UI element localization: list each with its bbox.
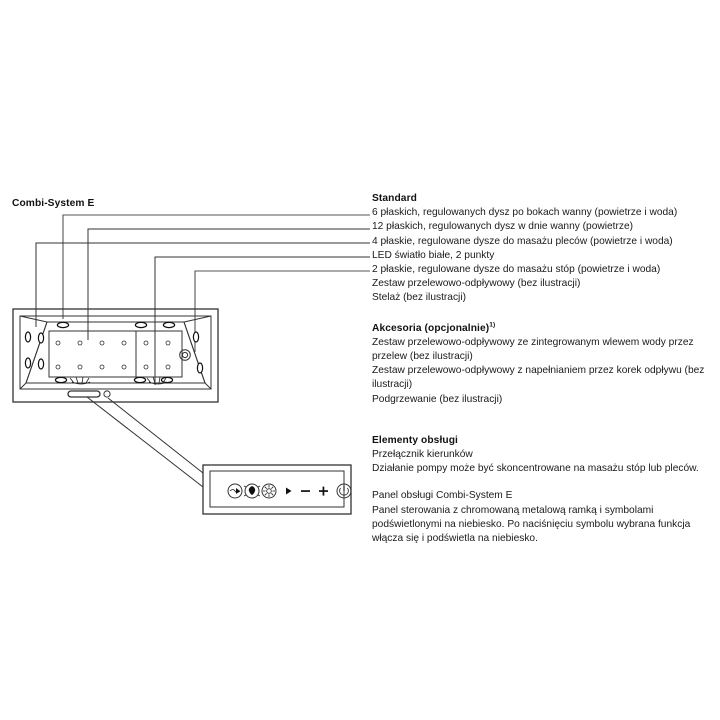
tub-control-panel [67,390,111,398]
panel-button-minus-icon[interactable] [301,490,310,492]
waste-fitting [179,349,191,361]
panel-button-power-icon[interactable] [336,483,352,499]
side-jets-bottom [54,376,174,384]
accessories-item: Podgrzewanie (bez ilustracji) [372,393,503,405]
panel-button-light-bulb-icon[interactable] [243,483,261,499]
control-panel-detail [202,464,352,515]
accessories-heading: Akcesoria (opcjonalnie)1) [372,321,710,336]
controls-block: Elementy obsługi Przełącznik kierunków D… [372,434,710,477]
controls-item: Działanie pompy może być skoncentrowane … [372,463,699,475]
panel-heading: Panel obsługi Combi-System E [372,490,513,502]
standard-heading: Standard [372,193,417,204]
page-title: Combi-System E [12,198,95,209]
foot-massage-nozzles [69,376,168,385]
side-jets-top [56,321,176,329]
spacer [372,407,710,421]
spacer [372,476,710,489]
panel-button-plus-icon[interactable] [319,486,328,496]
controls-heading: Elementy obsługi [372,434,458,446]
accessories-footnote-marker: 1) [489,321,496,329]
detail-callout-lines [86,396,204,488]
panel-button-whirlpool-jet-icon[interactable] [227,483,243,499]
controls-item: Przełącznik kierunków [372,449,473,461]
standard-block: Standard 6 płaskich, regulowanych dysz p… [372,192,710,306]
accessories-item: Zestaw przelewowo-odpływowy z napełniani… [372,365,705,391]
floor-jets [55,340,171,370]
standard-item: 2 płaskie, regulowane dysze do masażu st… [372,264,661,276]
side-jets-right [192,331,204,374]
panel-button-play-icon[interactable] [286,487,292,495]
back-massage-jets [24,331,45,370]
accessories-item: Zestaw przelewowo-odpływowy ze zintegrow… [372,336,694,363]
accessories-heading-text: Akcesoria (opcjonalnie) [372,322,490,334]
accessories-block: Akcesoria (opcjonalnie)1) Zestaw przelew… [372,321,710,407]
specification-column: Standard 6 płaskich, regulowanych dysz p… [372,192,710,546]
standard-item: 6 płaskich, regulowanych dysz po bokach … [372,207,678,219]
standard-item: 12 płaskich, regulowanych dysz w dnie wa… [372,221,634,233]
spacer [372,421,710,434]
panel-item: Panel sterowania z chromowaną metalową r… [372,504,691,545]
standard-item: 4 płaskie, regulowane dysze do masażu pl… [372,235,673,247]
panel-block: Panel obsługi Combi-System E Panel stero… [372,489,710,546]
standard-item: Zestaw przelewowo-odpływowy (bez ilustra… [372,278,581,290]
standard-item: Stelaż (bez ilustracji) [372,292,466,304]
panel-button-air-blower-icon[interactable] [261,483,277,499]
leader-lines [35,214,370,385]
bathtub-top-view [12,308,219,403]
spacer [372,306,710,322]
standard-item: LED światło białe, 2 punkty [372,249,495,261]
